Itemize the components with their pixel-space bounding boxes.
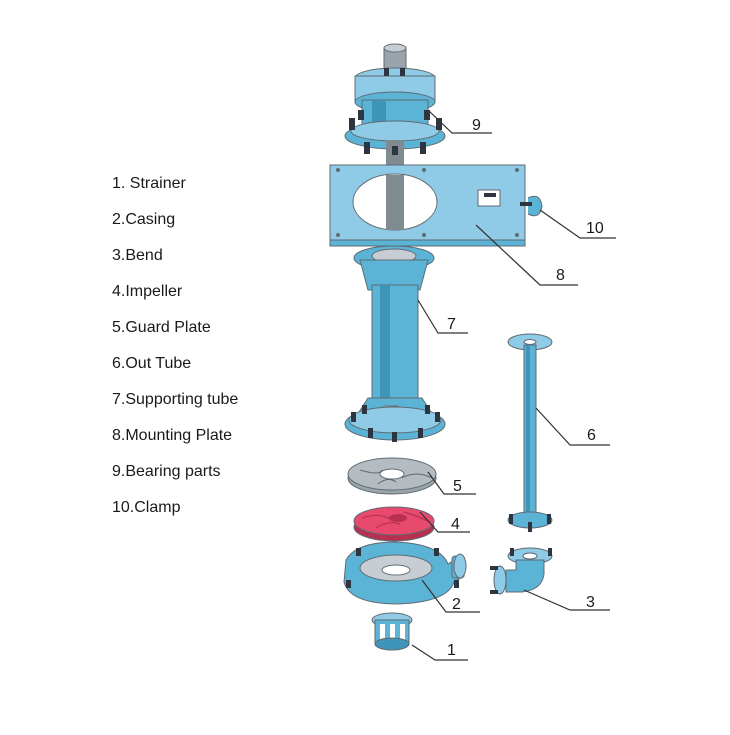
legend-item-bearing-parts: 9.Bearing parts	[112, 463, 221, 480]
leader-6	[535, 407, 610, 446]
bearing-parts	[344, 43, 446, 160]
legend-item-clamp: 10.Clamp	[112, 499, 181, 516]
legend-item-guard-plate: 5.Guard Plate	[112, 319, 211, 336]
legend-item-out-tube: 6.Out Tube	[112, 355, 192, 372]
leader-9	[427, 109, 492, 134]
supporting-tube	[344, 245, 446, 442]
legend-item-casing: 2.Casing	[112, 211, 176, 228]
guard-plate	[347, 457, 437, 495]
callout-8: 8	[556, 267, 565, 284]
legend-item-supporting-tube: 7.Supporting tube	[112, 391, 239, 408]
casing	[343, 541, 467, 605]
legend-item-impeller: 4.Impeller	[112, 283, 183, 300]
callout-10: 10	[586, 220, 604, 237]
callout-9: 9	[472, 117, 481, 134]
callout-3: 3	[586, 594, 595, 611]
out-tube	[507, 333, 553, 532]
callout-7: 7	[447, 316, 456, 333]
impeller	[353, 506, 435, 542]
legend-item-bend: 3.Bend	[112, 247, 163, 264]
leader-4	[419, 511, 470, 533]
leader-lines	[411, 109, 616, 661]
callout-4: 4	[451, 516, 460, 533]
parts-legend: 1. Strainer 2.Casing 3.Bend 4.Impeller 5…	[112, 172, 238, 532]
callout-5: 5	[453, 478, 462, 495]
legend-item-strainer: 1. Strainer	[112, 175, 186, 192]
strainer	[371, 612, 413, 651]
clamp	[484, 193, 543, 217]
leader-2	[421, 579, 480, 613]
leader-8	[475, 224, 578, 286]
legend-item-mounting-plate: 8.Mounting Plate	[112, 427, 233, 444]
leader-7	[417, 299, 468, 334]
mounting-plate	[329, 164, 526, 247]
callout-2: 2	[452, 596, 461, 613]
leader-3	[523, 589, 610, 611]
leader-1	[411, 644, 468, 661]
bend	[490, 547, 553, 595]
callout-1: 1	[447, 642, 456, 659]
leader-10	[539, 209, 616, 239]
callout-6: 6	[587, 427, 596, 444]
leader-5	[427, 471, 476, 495]
